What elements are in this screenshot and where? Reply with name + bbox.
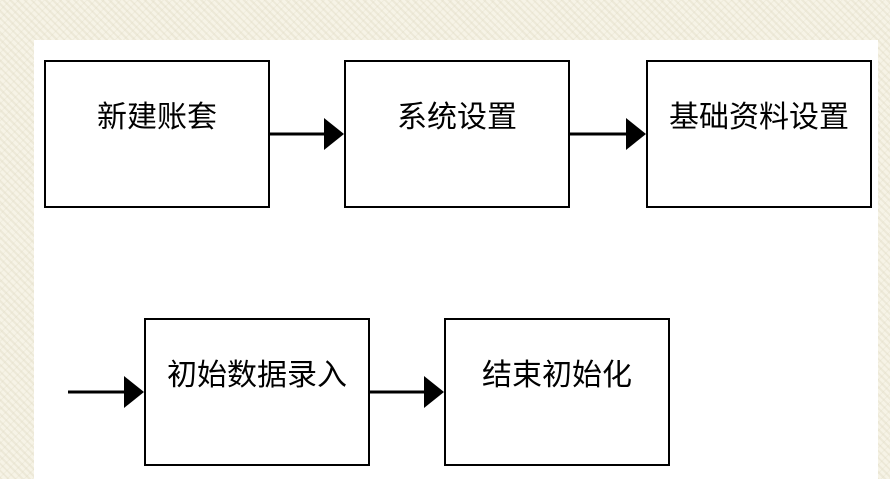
step-label: 系统设置	[397, 100, 517, 135]
step-finish-initialization: 结束初始化	[444, 318, 670, 466]
step-system-settings: 系统设置	[344, 60, 570, 208]
step-label: 基础资料设置	[669, 100, 849, 135]
step-basic-data-settings: 基础资料设置	[646, 60, 872, 208]
step-initial-data-entry: 初始数据录入	[144, 318, 370, 466]
step-label: 新建账套	[97, 100, 217, 135]
step-new-account-set: 新建账套	[44, 60, 270, 208]
step-label: 结束初始化	[482, 358, 632, 393]
step-label: 初始数据录入	[167, 358, 347, 393]
